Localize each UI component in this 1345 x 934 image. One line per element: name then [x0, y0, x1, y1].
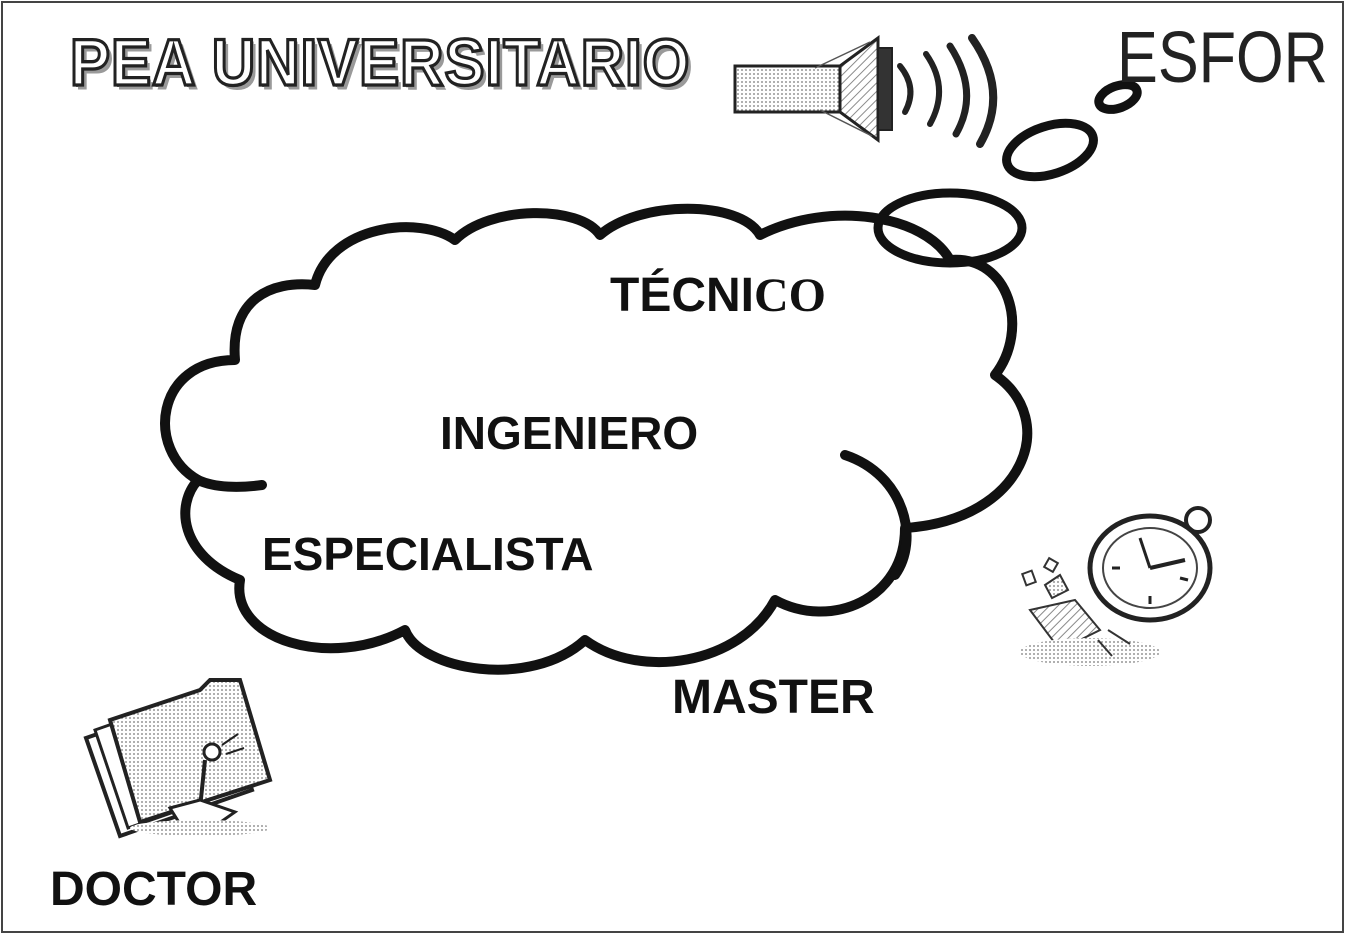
level-tecnico-suffix: CO	[754, 269, 826, 322]
level-master: MASTER	[672, 671, 875, 724]
slide-title: PEA UNIVERSITARIO	[68, 25, 691, 100]
level-ingeniero: INGENIERO	[440, 407, 699, 459]
cloud-inner-arc	[840, 450, 912, 580]
level-tecnico: TÉCNICO	[610, 272, 826, 320]
cloud-inner-arc-left	[193, 475, 267, 492]
brand-label: ESFOR	[1117, 18, 1328, 98]
folder-clipart-icon	[83, 678, 273, 839]
sound-waves-icon	[897, 34, 998, 148]
cloud-shape	[160, 203, 1033, 675]
level-tecnico-main: TÉCNI	[610, 269, 754, 322]
level-doctor: DOCTOR	[50, 863, 258, 916]
level-especialista: ESPECIALISTA	[262, 528, 594, 580]
speaker-icon	[733, 35, 893, 143]
stopwatch-clipart-icon	[1020, 506, 1213, 666]
